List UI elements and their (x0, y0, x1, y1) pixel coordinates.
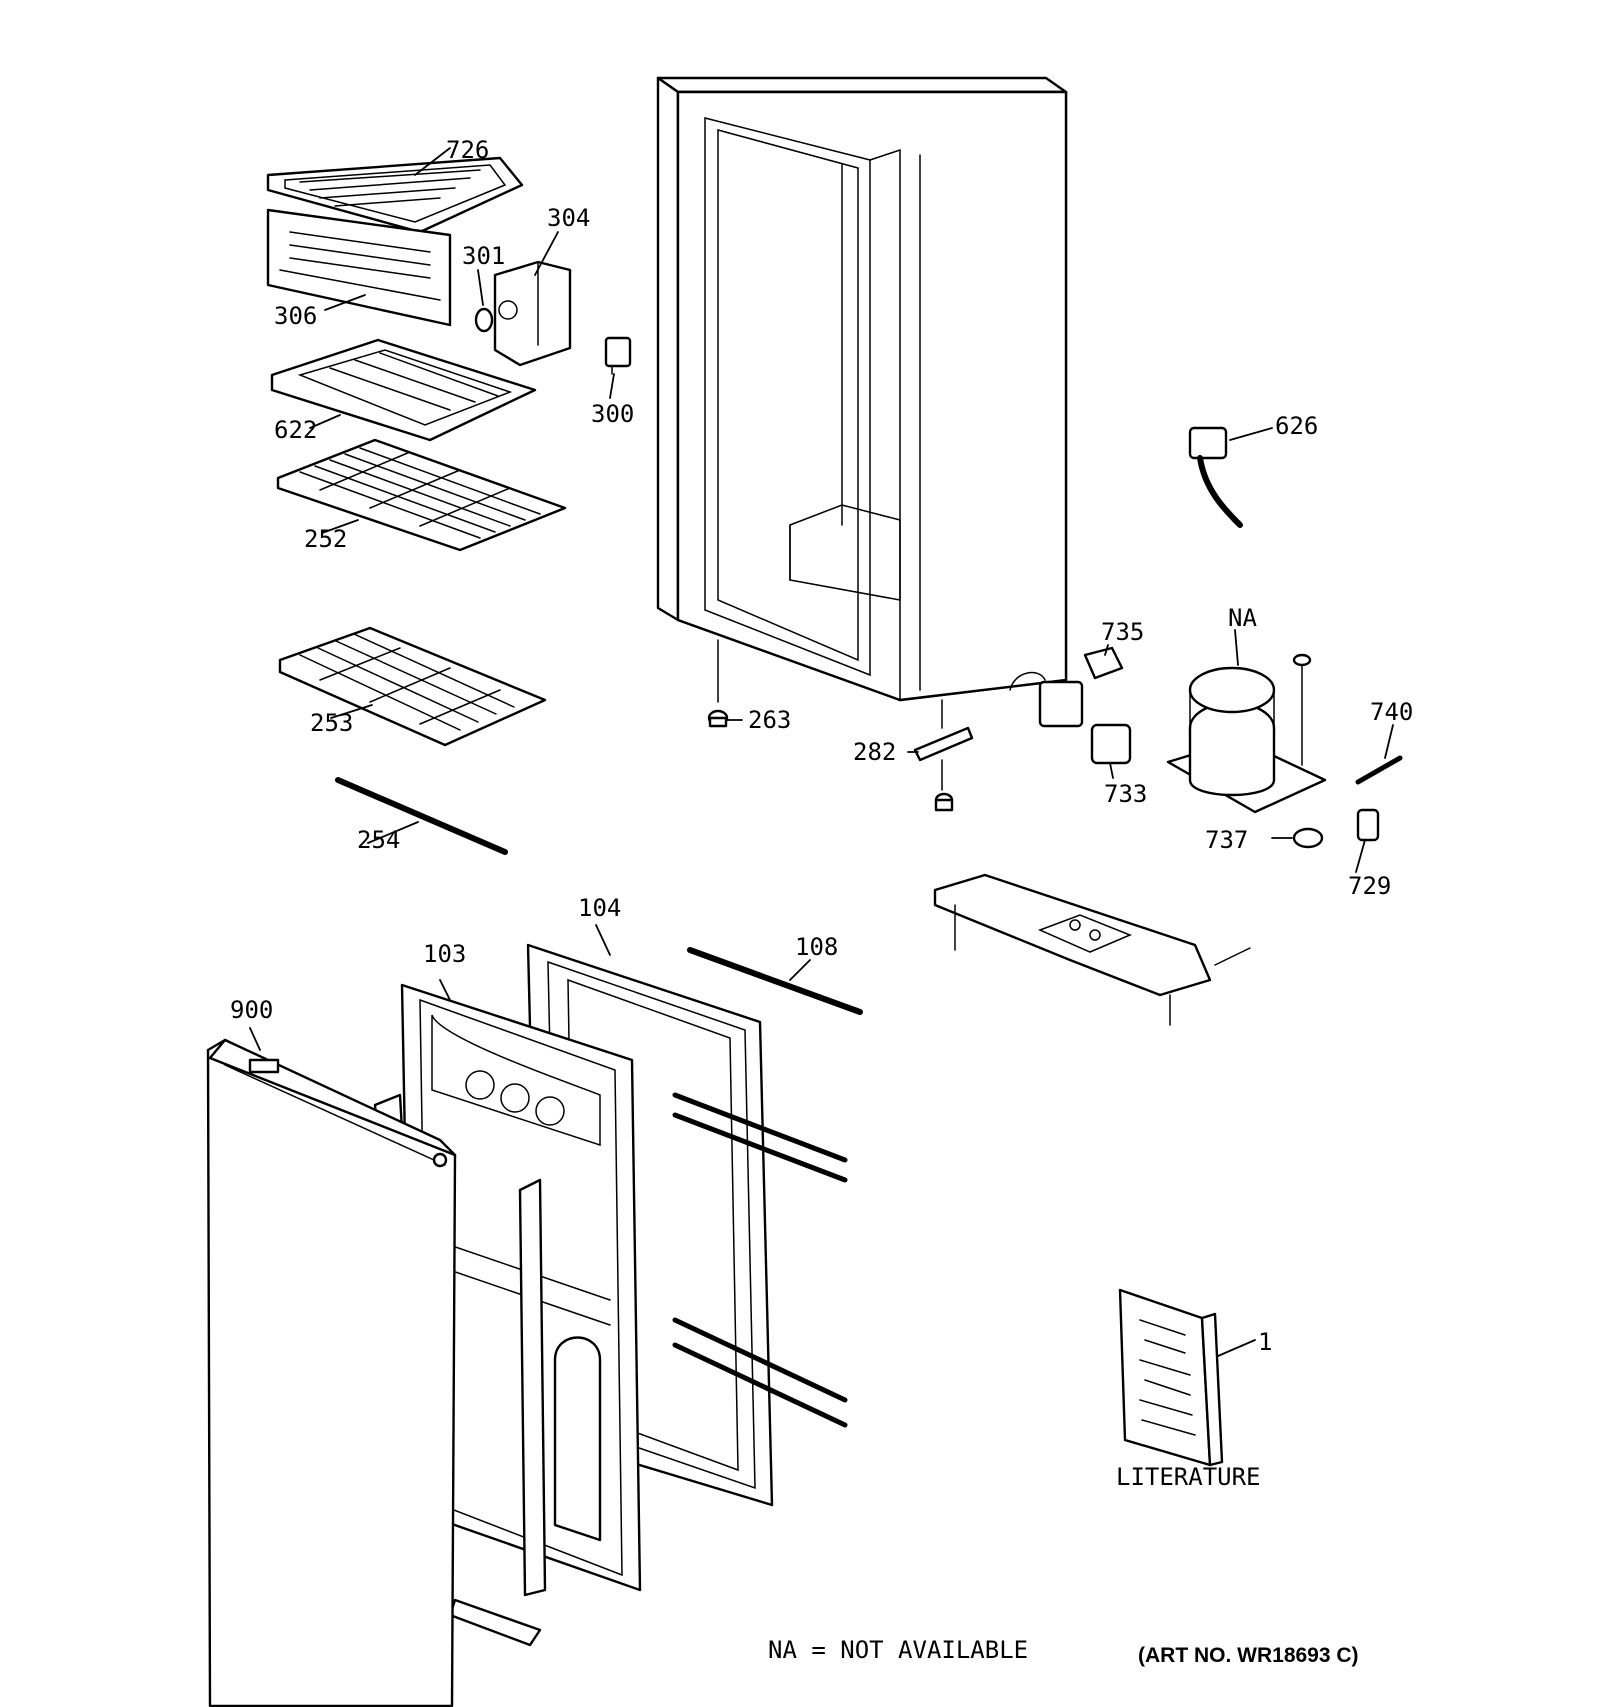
part-622-ice-tray (270, 338, 537, 442)
label-726: 726 (446, 136, 489, 164)
label-1: 1 (1258, 1328, 1272, 1356)
part-306-shelf-bracket (266, 208, 452, 327)
part-729-capacitor (1356, 808, 1380, 842)
part-740-drier (1355, 755, 1403, 785)
label-900: 900 (230, 996, 273, 1024)
leader-lines (249, 147, 1394, 1357)
label-306: 306 (274, 302, 317, 330)
part-626-power-cord (1188, 426, 1243, 528)
part-252-wire-shelf (276, 438, 567, 552)
label-263: 263 (748, 706, 791, 734)
part-301-knob (474, 307, 494, 333)
label-735: 735 (1101, 618, 1144, 646)
part-1-literature-booklet (1118, 1288, 1224, 1467)
part-base-pan (933, 873, 1251, 1026)
label-103: 103 (423, 940, 466, 968)
part-735-overload (1083, 646, 1124, 680)
label-622: 622 (274, 416, 317, 444)
part-relay (1009, 671, 1084, 728)
label-626: 626 (1275, 412, 1318, 440)
label-304: 304 (547, 204, 590, 232)
part-labels: 726 304 301 306 300 622 252 626 735 NA 2… (230, 136, 1413, 1491)
part-300-thermostat (604, 336, 632, 375)
label-104: 104 (578, 894, 621, 922)
label-282: 282 (853, 738, 896, 766)
part-254-rod (335, 777, 508, 855)
label-252: 252 (304, 525, 347, 553)
art-number: (ART NO. WR18693 C) (1138, 1644, 1359, 1667)
na-legend: NA = NOT AVAILABLE (768, 1636, 1028, 1664)
label-740: 740 (1370, 698, 1413, 726)
footer: NA = NOT AVAILABLE (ART NO. WR18693 C) (768, 1636, 1359, 1667)
cabinet (656, 76, 1068, 702)
label-737: 737 (1205, 826, 1248, 854)
part-263-leveling-leg (707, 639, 729, 728)
label-na: NA (1228, 604, 1257, 632)
part-304-control-housing (493, 260, 572, 367)
label-301: 301 (462, 242, 505, 270)
label-253: 253 (310, 709, 353, 737)
label-108: 108 (795, 933, 838, 961)
label-254: 254 (357, 826, 400, 854)
part-900-door (206, 1038, 457, 1707)
part-726-evaporator-cover (266, 156, 524, 234)
part-282-hinge-bracket (913, 699, 974, 812)
label-300: 300 (591, 400, 634, 428)
part-737-grommet (1292, 827, 1324, 849)
label-733: 733 (1104, 780, 1147, 808)
part-253-wire-shelf (278, 626, 547, 747)
part-108-rod (687, 947, 863, 1015)
part-compressor (1166, 653, 1327, 814)
door-shelf-rods (672, 1092, 848, 1428)
part-733-relay (1090, 723, 1132, 765)
label-729: 729 (1348, 872, 1391, 900)
label-literature: LITERATURE (1116, 1463, 1261, 1491)
